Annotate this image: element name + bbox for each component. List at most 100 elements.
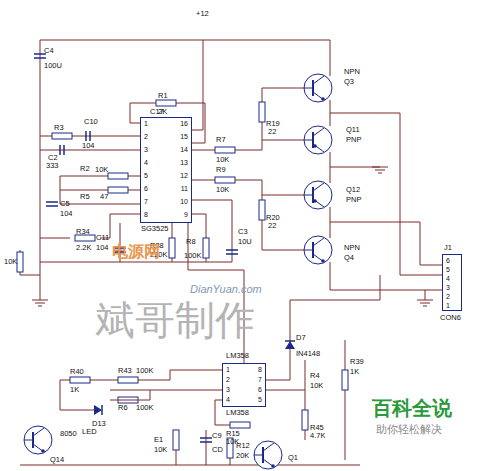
wire: [40, 40, 330, 41]
wire: [40, 262, 232, 263]
transistor-symbol: [304, 126, 332, 154]
wire: [330, 262, 442, 290]
part-label: 104: [82, 142, 95, 150]
part-label: C11: [96, 234, 109, 242]
led-symbol: [94, 405, 102, 415]
part-label: J1: [444, 244, 452, 252]
wire: [60, 176, 140, 204]
part-label: C4: [44, 47, 54, 55]
wire: [20, 275, 40, 276]
resistor-symbol: [215, 177, 235, 183]
part-label: 104: [60, 210, 73, 218]
wire: [425, 290, 426, 300]
wire: [262, 195, 304, 196]
wire: [40, 40, 41, 300]
part-label: 10K: [95, 166, 108, 174]
part-label: 104: [96, 244, 109, 252]
part-label: R19: [266, 120, 280, 128]
pin-number: 3: [226, 386, 230, 393]
transistor-symbol: [304, 236, 332, 264]
part-label: 10K: [216, 156, 229, 164]
part-label: R1: [158, 92, 168, 100]
part-label: R8: [186, 238, 196, 246]
part-label: NPN: [344, 244, 360, 252]
wire: [305, 360, 306, 390]
resistor-symbol: [169, 238, 175, 258]
part-label: Q3: [344, 78, 354, 86]
part-label: R9: [216, 166, 226, 174]
ground-symbol: [32, 300, 48, 306]
part-label: R2: [80, 165, 90, 173]
wire: [262, 140, 304, 141]
part-label: R43: [118, 367, 132, 375]
part-label: Q11: [346, 126, 360, 134]
part-label: LM358: [226, 409, 249, 417]
part-label: C9: [212, 432, 222, 440]
pin-number: 3: [144, 146, 148, 153]
part-label: C2: [48, 154, 58, 162]
diode-symbol: [285, 341, 295, 349]
wire: [192, 214, 206, 215]
part-label: NPN: [344, 68, 360, 76]
part-label: CD: [212, 446, 223, 454]
part-label: PNP: [346, 196, 361, 204]
resistor-symbol: [52, 133, 72, 139]
resistor-symbol: [156, 100, 176, 106]
wire: [110, 390, 222, 391]
part-label: +12: [196, 10, 209, 18]
part-label: PNP: [346, 136, 361, 144]
wire: [232, 200, 233, 262]
part-label: 2.2K: [76, 244, 91, 252]
watermark-text: 助你轻松解决: [376, 424, 442, 435]
pin-number: 2: [446, 293, 450, 300]
wire: [192, 40, 203, 130]
pin-number: 4: [226, 396, 230, 403]
part-label: IN4148: [296, 350, 320, 358]
pin-number: 16: [180, 120, 188, 127]
transistor-symbol: [24, 426, 52, 454]
resistor-symbol: [118, 377, 138, 383]
pin-number: 10: [180, 198, 188, 205]
part-label: 1K: [350, 368, 359, 376]
part-label: Q4: [344, 254, 354, 262]
ic-chip: 12345678161514131211109: [140, 117, 192, 223]
part-label: R6: [118, 404, 128, 412]
part-label: C10: [84, 118, 98, 126]
transistor-symbol: [304, 181, 332, 209]
part-label: 1K: [70, 386, 79, 394]
pin-number: 2: [144, 133, 148, 140]
pin-number: 1: [446, 302, 450, 309]
transistor-symbol: [304, 74, 332, 102]
wire: [330, 222, 442, 265]
wire: [330, 113, 442, 275]
pin-number: 7: [144, 198, 148, 205]
part-label: D7: [296, 334, 306, 342]
part-label: R4: [310, 372, 320, 380]
pin-number: 8: [258, 366, 262, 373]
part-label: 10K: [154, 446, 167, 454]
part-label: C3: [238, 228, 248, 236]
capacitor-symbol: [46, 202, 58, 206]
wire: [110, 390, 150, 400]
part-label: 22: [268, 128, 276, 136]
wire: [345, 340, 346, 460]
capacitor-symbol: [226, 250, 238, 254]
capacitor-symbol: [200, 438, 212, 442]
pin-number: 5: [446, 266, 450, 273]
part-label: C17: [150, 108, 164, 116]
watermark-text: 百科全说: [372, 398, 452, 418]
part-label: LED: [82, 428, 97, 436]
resistor-symbol: [108, 173, 128, 179]
capacitor-symbol: [60, 145, 64, 155]
part-label: Q12: [346, 186, 360, 194]
part-label: R34: [76, 228, 90, 236]
resistor-symbol: [75, 235, 95, 241]
part-label: SG3525: [141, 225, 169, 233]
wire: [206, 430, 207, 465]
pin-number: 5: [258, 396, 262, 403]
pin-number: 6: [446, 257, 450, 264]
part-label: D13: [92, 420, 106, 428]
wire: [40, 238, 70, 239]
part-label: R3: [54, 124, 64, 132]
part-label: Q14: [50, 456, 64, 464]
